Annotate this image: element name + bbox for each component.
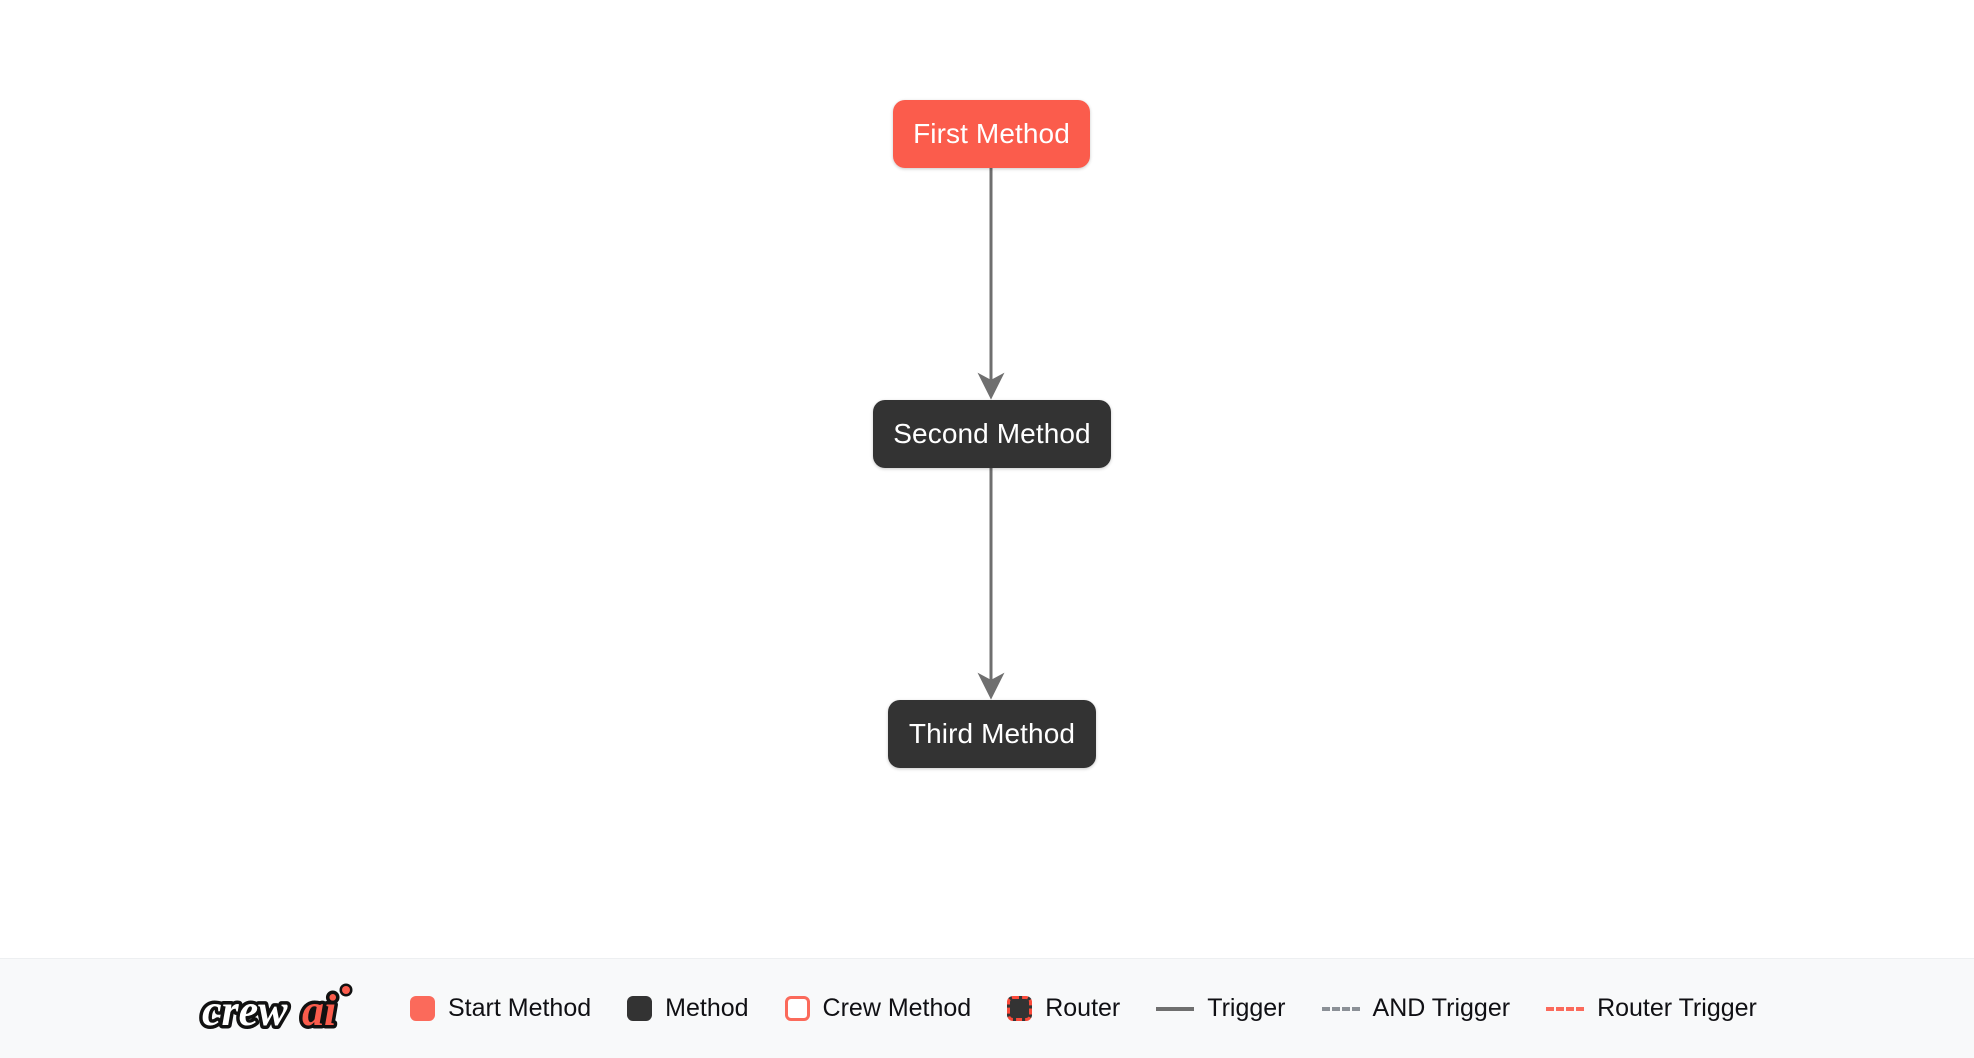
legend-item-start-method: Start Method	[410, 996, 591, 1021]
flow-canvas[interactable]: First Method Second Method Third Method	[0, 0, 1974, 958]
legend-item-router-trigger: Router Trigger	[1546, 996, 1757, 1021]
router-trigger-line-icon	[1546, 1006, 1585, 1011]
logo-text-ai-outline: ai	[302, 986, 337, 1035]
crew-method-swatch-icon	[784, 996, 810, 1021]
router-swatch-icon	[1007, 996, 1033, 1021]
flow-node-label: First Method	[913, 118, 1070, 149]
logo-text-ai: ai	[302, 986, 337, 1035]
and-trigger-line-icon	[1321, 1006, 1360, 1011]
legend-item-label: Crew Method	[822, 994, 972, 1022]
flow-node-second-method[interactable]: Second Method	[873, 400, 1111, 468]
crewai-logo: crew crew ai ai	[199, 982, 353, 1037]
logo-text-crew: crew	[202, 986, 288, 1035]
legend-item-and-trigger: AND Trigger	[1321, 994, 1511, 1022]
legend-item-method: Method	[627, 994, 749, 1022]
flow-node-third-method[interactable]: Third Method	[888, 700, 1096, 768]
flow-node-first-method[interactable]: First Method	[893, 100, 1090, 168]
logo-text-crew-outline: crew	[202, 986, 288, 1035]
flow-node-label: Third Method	[908, 718, 1076, 749]
legend-item-label: Start Method	[448, 994, 592, 1022]
start-method-swatch-icon	[410, 996, 435, 1021]
logo-dot	[342, 985, 350, 994]
legend-item-router: Router	[1007, 996, 1120, 1021]
legend-item-trigger: Trigger	[1156, 994, 1286, 1022]
flow-node-label: Second Method	[893, 418, 1091, 449]
legend-item-label: Trigger	[1207, 994, 1286, 1022]
method-swatch-icon	[627, 996, 653, 1021]
legend-item-label: Method	[665, 994, 749, 1022]
trigger-line-icon	[1156, 1006, 1195, 1011]
legend-item-label: AND Trigger	[1372, 994, 1511, 1022]
legend-item-label: Router	[1045, 994, 1121, 1022]
legend-bar: crew crew ai ai Start Method Method Crew…	[0, 958, 1974, 1058]
legend-item-label: Router Trigger	[1597, 994, 1757, 1022]
legend-item-crew-method: Crew Method	[784, 994, 972, 1022]
